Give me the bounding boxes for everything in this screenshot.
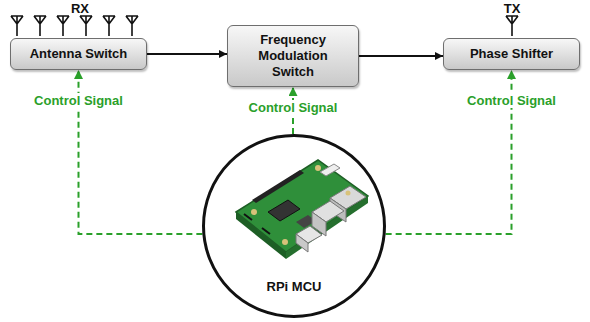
process-box: Antenna Switch [10, 38, 147, 70]
node-label: Antenna Switch [30, 46, 128, 62]
port-label: TX [504, 1, 521, 16]
edge-label: Control Signal [247, 100, 340, 115]
process-box: Frequency Modulation Switch [227, 25, 359, 87]
node-label: Phase Shifter [470, 46, 553, 62]
signal-arrow [359, 55, 443, 57]
process-box: Phase Shifter [443, 38, 580, 70]
edge-label: Control Signal [32, 93, 125, 108]
raspberry-pi-board [236, 160, 368, 259]
signal-arrow [147, 53, 227, 55]
node-label: RPi MCU [267, 279, 322, 295]
mcu-circle: RPi MCU [202, 134, 386, 318]
node-label: Frequency Modulation Switch [236, 32, 350, 80]
circle-ground [203, 135, 385, 317]
edge-label: Control Signal [465, 93, 558, 108]
port-label: RX [71, 1, 89, 16]
